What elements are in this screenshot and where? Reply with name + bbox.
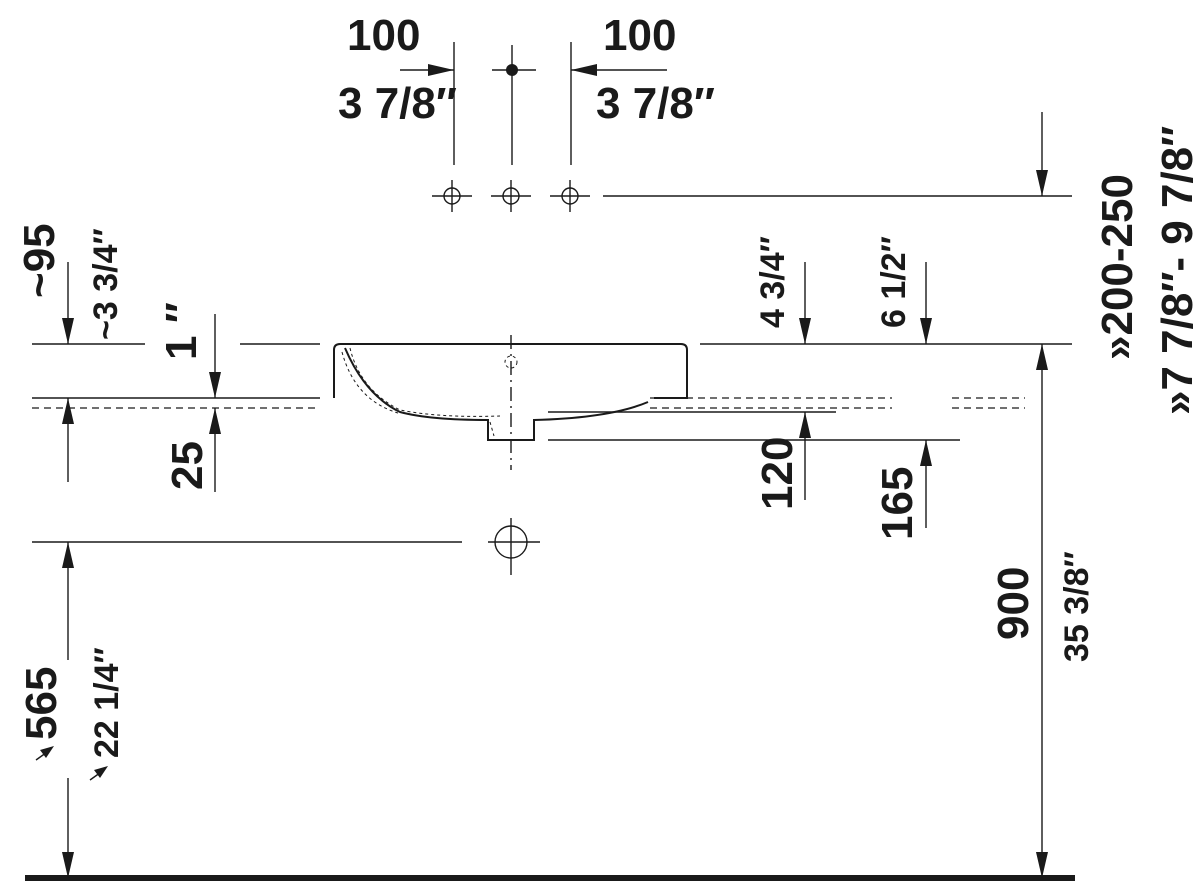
tap-hole-center: [491, 180, 531, 212]
depth-mm: 120: [753, 437, 802, 510]
tap-holes: [400, 42, 1072, 212]
basin-profile: [333, 335, 688, 470]
deck-mm: 25: [163, 441, 212, 490]
height-in: 35 3/8″: [1058, 551, 1096, 662]
waste-outlet: [32, 518, 540, 575]
depth-165-dimension: [548, 262, 960, 528]
approx-in: ~3 3/4″: [87, 228, 125, 340]
deck-25-dimension: [62, 398, 221, 492]
tap-left-mm: 100: [347, 11, 420, 60]
tap-hole-left: [432, 180, 472, 212]
depth2-in: 6 1/2″: [875, 236, 913, 328]
tap-center-dot: [506, 64, 518, 76]
tap-right-mm: 100: [603, 11, 676, 60]
depth-120-dimension: [799, 262, 811, 500]
approx-95-dimension: [32, 262, 145, 345]
tap-height-in: »7 7/8″- 9 7/8″: [1153, 126, 1202, 415]
drain-in: 22 1/4″: [88, 647, 126, 758]
approx-mm: ~95: [15, 223, 64, 298]
depth-in: 4 3/4″: [754, 236, 792, 328]
depth2-mm: 165: [873, 467, 922, 540]
tap-height-mm: »200-250: [1093, 174, 1142, 360]
countertop: [32, 397, 1025, 413]
tap-height-dimension: [700, 112, 1072, 878]
tap-hole-right: [550, 180, 590, 212]
tap-left-in: 3 7/8″: [338, 79, 457, 128]
tap-right-in: 3 7/8″: [596, 79, 715, 128]
rim-dimension: [209, 314, 320, 398]
drain-height-dimension: [35, 542, 108, 878]
drain-mm: 565: [17, 667, 66, 740]
rim-in: 1 ″: [157, 302, 206, 360]
height-mm: 900: [989, 567, 1038, 640]
